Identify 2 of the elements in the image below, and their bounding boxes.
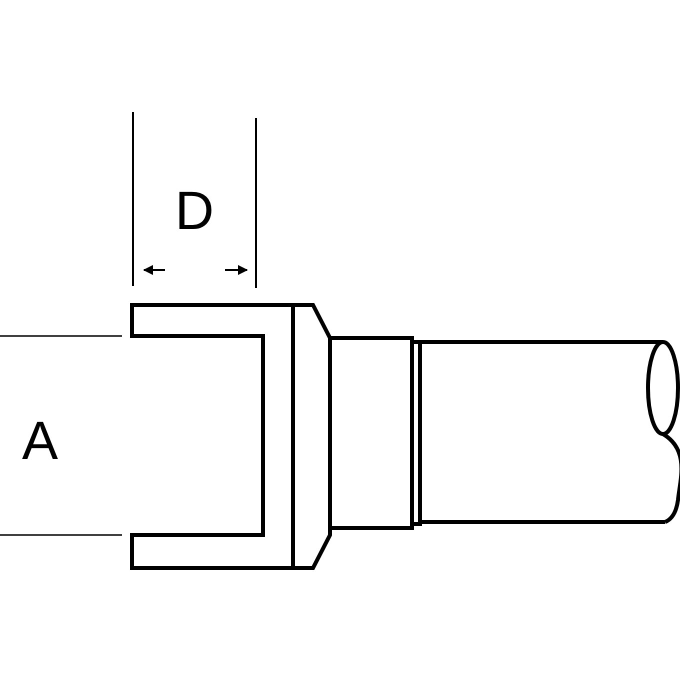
dimension-label: A [22, 414, 58, 468]
dimension-label: D [175, 184, 214, 238]
